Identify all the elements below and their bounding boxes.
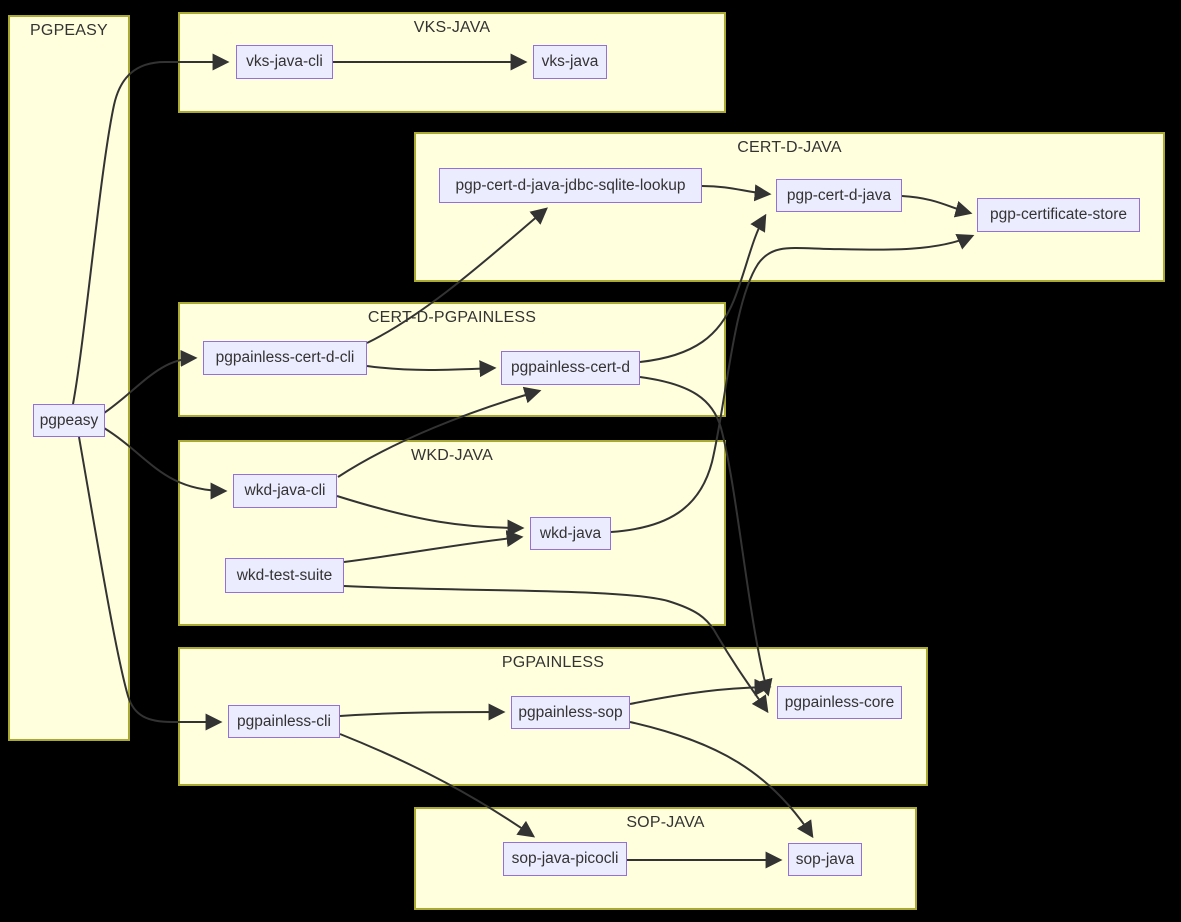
node-wkd-java-label: wkd-java: [539, 524, 602, 542]
edge-wkd-test-suite-to-pgpainless-core: [343, 585, 769, 714]
node-pgpainless-sop: pgpainless-sop: [511, 696, 630, 729]
node-pgpeasy-label: pgpeasy: [39, 411, 99, 429]
cluster-sop-java-title: SOP-JAVA: [626, 814, 705, 831]
node-wkd-java: wkd-java: [530, 517, 611, 550]
node-vks-java: vks-java: [533, 45, 607, 79]
edge-pgpeasy-to-vks-java-cli: [72, 53, 230, 405]
edge-pgpainless-cert-d-cli-to-pgp-cert-d-java-jdbc-sqlite-lookup: [366, 207, 548, 344]
edge-wkd-test-suite-to-wkd-java: [343, 530, 524, 563]
edge-pgpainless-cert-d-cli-to-pgpainless-cert-d: [366, 360, 497, 378]
node-pgpainless-cli-label: pgpainless-cli: [237, 712, 331, 730]
node-pgpainless-core-label: pgpainless-core: [784, 693, 895, 711]
cluster-vks-java-title: VKS-JAVA: [413, 19, 491, 36]
node-vks-java-label: vks-java: [541, 53, 599, 70]
node-pgpainless-cert-d-cli-label: pgpainless-cert-d-cli: [215, 349, 355, 366]
edge-wkd-java-to-pgp-certificate-store: [610, 233, 975, 533]
edge-wkd-java-cli-to-pgpainless-cert-d: [337, 386, 542, 478]
node-pgp-cert-d-java: pgp-cert-d-java: [776, 179, 902, 212]
node-pgpainless-cert-d: pgpainless-cert-d: [501, 351, 640, 385]
node-sop-java-picocli-label: sop-java-picocli: [511, 850, 619, 867]
node-pgp-cert-d-java-jdbc-sqlite-lookup: pgp-cert-d-java-jdbc-sqlite-lookup: [439, 168, 702, 203]
cluster-pgpainless-title: PGPAINLESS: [501, 654, 605, 671]
node-wkd-java-cli: wkd-java-cli: [233, 474, 337, 508]
cluster-wkd-java-title: WKD-JAVA: [411, 447, 493, 464]
edge-pgp-cert-d-java-to-pgp-certificate-store: [901, 195, 973, 218]
edge-wkd-java-cli-to-wkd-java: [336, 495, 525, 537]
node-pgpainless-cert-d-label: pgpainless-cert-d: [511, 359, 630, 376]
node-pgpainless-cert-d-cli: pgpainless-cert-d-cli: [203, 341, 367, 375]
node-sop-java: sop-java: [788, 843, 862, 876]
node-vks-java-cli-label: vks-java-cli: [246, 53, 323, 70]
node-sop-java-picocli: sop-java-picocli: [503, 842, 627, 876]
edge-pgpainless-sop-to-pgpainless-core: [629, 678, 772, 705]
node-pgp-certificate-store-label: pgp-certificate-store: [990, 206, 1127, 223]
node-pgp-cert-d-java-label: pgp-cert-d-java: [786, 186, 892, 204]
node-pgpainless-core: pgpainless-core: [777, 686, 902, 719]
edge-pgpeasy-to-wkd-java-cli: [103, 427, 228, 500]
node-wkd-java-cli-label: wkd-java-cli: [244, 482, 326, 499]
node-pgpainless-cli: pgpainless-cli: [228, 705, 340, 738]
edge-pgpainless-cert-d-to-pgp-cert-d-java: [639, 213, 767, 363]
edge-pgpeasy-to-pgpainless-cli: [78, 436, 223, 731]
cluster-cert-d-pgpainless-title: CERT-D-PGPAINLESS: [367, 309, 537, 326]
cluster-pgpeasy-title: PGPEASY: [30, 22, 108, 39]
edge-pgpainless-cli-to-pgpainless-sop: [339, 703, 506, 721]
edge-pgpainless-cert-d-to-pgpainless-core: [639, 376, 773, 697]
edge-pgpainless-sop-to-sop-java: [629, 721, 814, 839]
node-vks-java-cli: vks-java-cli: [236, 45, 333, 79]
node-wkd-test-suite-label: wkd-test-suite: [236, 566, 333, 584]
node-sop-java-label: sop-java: [795, 850, 855, 868]
edge-pgpeasy-to-pgpainless-cert-d-cli: [103, 349, 198, 414]
node-pgpainless-sop-label: pgpainless-sop: [518, 703, 623, 721]
node-pgpeasy: pgpeasy: [33, 404, 105, 437]
node-wkd-test-suite: wkd-test-suite: [225, 558, 344, 593]
cluster-pgpeasy: PGPEASY: [8, 15, 130, 741]
cluster-cert-d-java-title: CERT-D-JAVA: [737, 139, 842, 156]
node-pgp-certificate-store: pgp-certificate-store: [977, 198, 1140, 232]
node-pgp-cert-d-java-jdbc-sqlite-lookup-label: pgp-cert-d-java-jdbc-sqlite-lookup: [455, 176, 686, 194]
edge-pgp-cert-d-java-jdbc-sqlite-lookup-to-pgp-cert-d-java: [701, 184, 772, 202]
edge-pgpainless-cli-to-sop-java-picocli: [339, 733, 536, 838]
